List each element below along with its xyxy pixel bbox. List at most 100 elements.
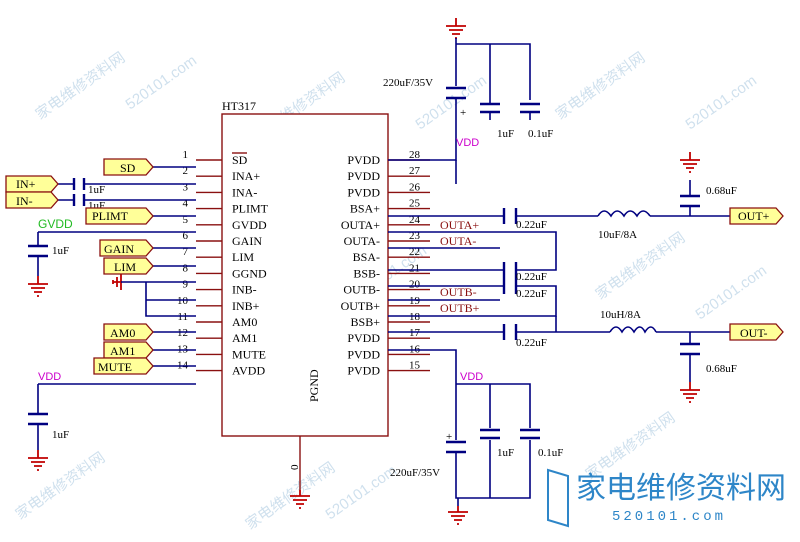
port-am1-label: AM1	[110, 344, 135, 358]
net-outa-plus: OUTA+	[440, 218, 479, 232]
port-am0[interactable]: AM0	[103, 323, 154, 341]
chip-pin-name: BSB-	[353, 266, 380, 280]
port-am1[interactable]: AM1	[103, 341, 154, 359]
chip-pin-name: PVDD	[347, 153, 380, 167]
ground-icon	[28, 450, 48, 471]
port-in-minus-label: IN-	[16, 194, 33, 208]
port-mute-label: MUTE	[98, 360, 132, 374]
chip-pin-name: OUTB+	[341, 299, 381, 313]
chip-pin-name: INB+	[232, 299, 260, 313]
chip-pin-name: AVDD	[232, 364, 265, 378]
watermark-layer: 家电维修资料网 520101.com 家电维修资料网 520101.com 家电…	[13, 49, 770, 533]
chip-pin-number: 1	[183, 149, 189, 161]
ground-icon	[680, 152, 700, 173]
chip-pin-number: 24	[409, 214, 421, 226]
chip-pin-name: AM0	[232, 315, 257, 329]
book-icon	[547, 468, 569, 528]
watermark-url: 520101.com	[683, 72, 760, 133]
chip-pin-number: 2	[183, 165, 189, 177]
cap-gvdd-label: 1uF	[52, 245, 69, 257]
chip-pin-name: PLIMT	[232, 202, 269, 216]
port-lim[interactable]: LIM	[103, 257, 154, 275]
vdd-left-label: VDD	[38, 371, 61, 383]
chip-pin-number: 22	[409, 246, 420, 258]
chip-pin-number: 9	[183, 279, 189, 291]
chip-pin-name: INA+	[232, 169, 260, 183]
chip-pin-number: 15	[409, 360, 421, 372]
port-gain-label: GAIN	[104, 242, 134, 256]
net-outa-minus: OUTA-	[440, 234, 476, 248]
pgnd-pin-number: 0	[289, 464, 301, 470]
cap-out-bottom-label: 0.68uF	[706, 363, 737, 375]
chip-pin-number: 5	[183, 214, 189, 226]
chip-pin-name: SD	[232, 153, 248, 167]
chip-pin-number: 3	[183, 181, 189, 193]
net-outb-plus: OUTB+	[440, 301, 480, 315]
cap-top-1-label: 1uF	[497, 128, 514, 140]
port-in-plus-label: IN+	[16, 177, 36, 191]
port-plimt-label: PLIMT	[92, 209, 129, 223]
port-in-plus[interactable]: IN+	[5, 175, 59, 193]
chip-pin-name: PVDD	[347, 364, 380, 378]
chip-pin-name: OUTA+	[341, 218, 380, 232]
chip-pin-number: 4	[183, 198, 189, 210]
chip-ground-label: PGND	[307, 369, 321, 402]
inductor-top-label: 10uF/8A	[598, 229, 637, 241]
chip-pin-name: GVDD	[232, 218, 267, 232]
chip-pin-name: INB-	[232, 283, 257, 297]
cap-avdd-label: 1uF	[52, 429, 69, 441]
chip-body	[221, 113, 389, 437]
chip-name: HT317	[222, 99, 256, 113]
chip-pin-name: GAIN	[232, 234, 262, 248]
watermark-url: 520101.com	[693, 262, 770, 323]
chip-pin-number: 17	[409, 327, 421, 339]
chip-pin-name: OUTA-	[344, 234, 380, 248]
chip-pin-number: 26	[409, 181, 421, 193]
chip-pin-number: 23	[409, 230, 421, 242]
port-mute[interactable]: MUTE	[93, 357, 154, 375]
chip-pin-number: 21	[409, 262, 420, 274]
chip-pin-name: PVDD	[347, 169, 380, 183]
ground-icon	[28, 276, 48, 297]
port-am0-label: AM0	[110, 326, 135, 340]
chip-pin-number: 28	[409, 149, 421, 161]
output-stage-b	[388, 278, 730, 382]
watermark-text: 家电维修资料网	[13, 449, 109, 523]
brand-text: 家电维修资料网	[576, 471, 786, 506]
chip-pin-name: PVDD	[347, 347, 380, 361]
ground-icon	[448, 506, 468, 525]
port-in-minus[interactable]: IN-	[5, 191, 59, 209]
port-out-plus[interactable]: OUT+	[729, 207, 784, 225]
brand-logo: 家电维修资料网 520101.com	[547, 468, 786, 528]
chip-pin-number: 11	[177, 311, 188, 323]
watermark-url: 520101.com	[123, 52, 200, 113]
cap-out-top-label: 0.68uF	[706, 185, 737, 197]
ground-icon	[446, 18, 466, 39]
port-plimt[interactable]: PLIMT	[85, 207, 154, 225]
top-decoupling: +	[388, 38, 540, 184]
chip-pin-name: BSA-	[353, 250, 380, 264]
chip-pin-name: LIM	[232, 250, 254, 264]
ground-icon	[290, 490, 310, 509]
chip-pin-number: 12	[177, 327, 188, 339]
port-out-minus[interactable]: OUT-	[729, 323, 784, 341]
chip-pin-name: PVDD	[347, 331, 380, 345]
gvdd-net-label: GVDD	[38, 217, 73, 231]
port-out-minus-label: OUT-	[740, 326, 768, 340]
port-sd[interactable]: SD	[103, 158, 154, 176]
cap-bsa-plus-label: 0.22uF	[516, 219, 547, 231]
input-wiring	[28, 166, 196, 450]
chip-pin-name: GGND	[232, 266, 267, 280]
output-stage-a	[388, 180, 730, 278]
ground-icon	[112, 274, 122, 290]
plus-mark: +	[460, 107, 466, 119]
port-gain[interactable]: GAIN	[99, 239, 154, 257]
vdd-bottom-label: VDD	[460, 371, 483, 383]
watermark-text: 家电维修资料网	[33, 49, 129, 123]
chip-pin-name: OUTB-	[343, 283, 380, 297]
chip-pin-number: 8	[183, 262, 189, 274]
chip-pin-name: INA-	[232, 185, 257, 199]
chip-pin-number: 6	[183, 230, 189, 242]
plus-mark: +	[446, 431, 452, 443]
